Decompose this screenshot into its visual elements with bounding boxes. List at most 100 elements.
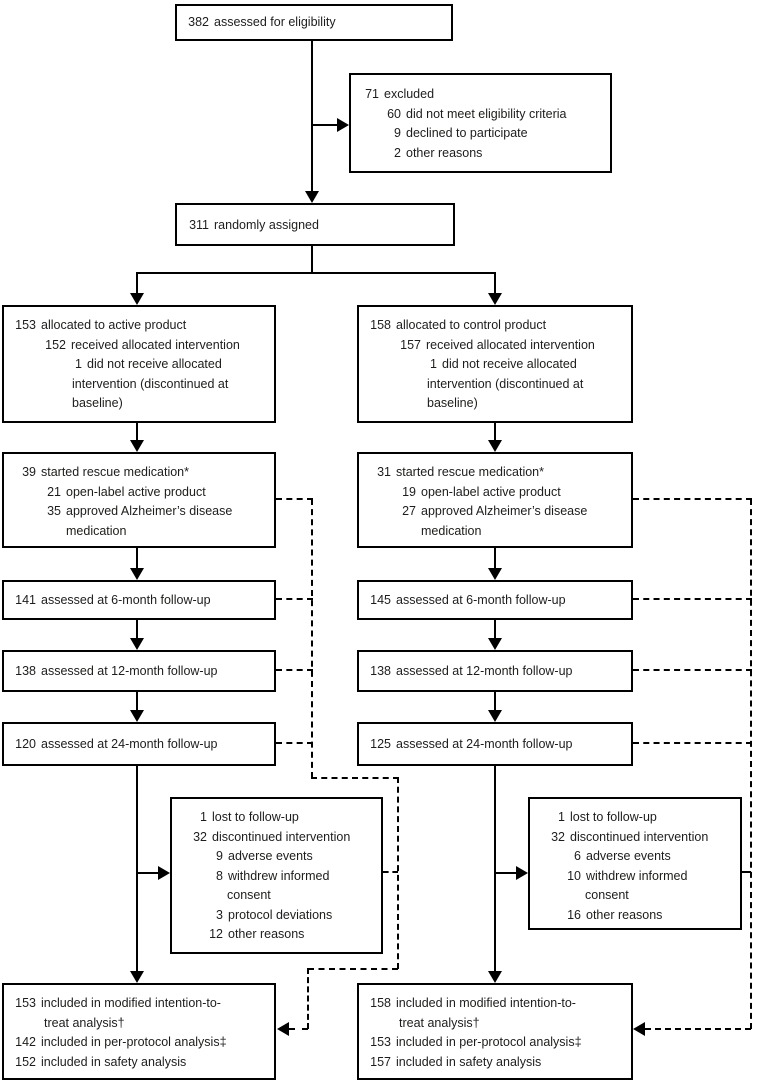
box-line: 32 discontinued intervention: [530, 828, 740, 848]
box-line: 32 discontinued intervention: [172, 828, 381, 848]
arrowhead-right-excluded: [337, 118, 349, 132]
line-text: declined to participate: [406, 126, 528, 140]
box-line: treat analysis†: [359, 1014, 631, 1034]
dashed-rescue-control-out: [633, 498, 752, 500]
arrowhead-right-discontinued-active: [158, 866, 170, 880]
box-24-month-followup-active: 120 assessed at 24-month follow-up: [2, 722, 276, 766]
line-number: 6: [574, 849, 581, 863]
box-6-month-followup-active: 141 assessed at 6-month follow-up: [2, 580, 276, 620]
line-number: 8: [216, 868, 223, 883]
line-text: discontinued intervention: [212, 829, 351, 844]
arrowhead-down-fu12-control: [488, 638, 502, 650]
line-number: 157: [370, 1054, 391, 1069]
line-number: 16: [567, 907, 581, 922]
line-number: 32: [193, 829, 207, 844]
arrowhead-right-discontinued-control: [516, 866, 528, 880]
line-number: 145: [370, 593, 391, 607]
line-text: assessed at 24-month follow-up: [41, 737, 218, 751]
line-text: protocol deviations: [228, 907, 333, 922]
arrowhead-down-rescue-control: [488, 440, 502, 452]
arrowhead-down-fu24-active: [130, 710, 144, 722]
line-number: 152: [15, 1054, 36, 1069]
line-number: 27: [402, 504, 416, 518]
arrowhead-down-analysis-control: [488, 971, 502, 983]
box-line: intervention (discontinued at: [4, 375, 274, 395]
dashed-rescue-active-out: [276, 498, 313, 500]
dashed-rail-active-lower: [307, 968, 309, 1029]
box-line: baseline): [359, 394, 631, 414]
line-text: assessed at 6-month follow-up: [41, 593, 211, 607]
line-number: 141: [15, 593, 36, 607]
dashed-fu12-active-out: [276, 669, 313, 671]
line-number: 153: [15, 996, 36, 1010]
line-text: started rescue medication*: [41, 465, 189, 479]
line-number: 153: [15, 318, 36, 332]
box-line: 157 included in safety analysis: [359, 1053, 631, 1073]
line-text: received allocated intervention: [426, 337, 595, 352]
dashed-rail-active-upper: [311, 499, 313, 778]
line-number: 21: [47, 484, 61, 499]
line-text: medication: [421, 523, 482, 538]
dashed-into-analysis-control: [645, 1028, 751, 1030]
box-line: 16 other reasons: [530, 906, 740, 926]
line-eligibility-to-randomized: [311, 41, 313, 191]
line-randomized-to-split: [311, 246, 313, 274]
line-to-excluded: [312, 124, 338, 126]
line-to-discontinued-control: [495, 872, 517, 874]
box-line: baseline): [4, 394, 274, 414]
line-text: other reasons: [586, 907, 663, 922]
line-text: discontinued intervention: [570, 829, 709, 844]
line-number: 71: [365, 87, 379, 101]
line-number: 142: [15, 1035, 36, 1049]
arrowhead-down-randomized: [305, 191, 319, 203]
line-text: treat analysis†: [399, 1015, 480, 1030]
dashed-fu12-control-out: [633, 669, 752, 671]
box-line: 120 assessed at 24-month follow-up: [4, 735, 274, 755]
line-text: adverse events: [586, 849, 671, 863]
line-fu6-to-fu12-active: [136, 620, 138, 639]
box-line: 142 included in per-protocol analysis‡: [4, 1033, 274, 1053]
line-number: 125: [370, 737, 391, 751]
line-text: allocated to active product: [41, 318, 187, 332]
line-text: included in safety analysis: [396, 1054, 542, 1069]
line-text: medication: [66, 523, 127, 538]
line-rescue-to-fu6-control: [494, 548, 496, 569]
dashed-rail-active-jog: [311, 777, 399, 779]
line-text: received allocated intervention: [71, 337, 240, 352]
dashed-rail-control: [750, 499, 752, 1029]
line-text: included in per-protocol analysis‡: [41, 1035, 227, 1049]
arrowhead-down-fu6-control: [488, 568, 502, 580]
line-number: 153: [370, 1035, 391, 1049]
line-to-discontinued-active: [137, 872, 159, 874]
arrowhead-down-fu12-active: [130, 638, 144, 650]
line-text: randomly assigned: [214, 218, 319, 232]
line-number: 60: [387, 106, 401, 121]
line-text: open-label active product: [66, 484, 206, 499]
dashed-rail-active-mid: [397, 777, 399, 969]
line-text: allocated to control product: [396, 318, 547, 332]
line-text: treat analysis†: [44, 1015, 125, 1030]
line-number: 9: [394, 126, 401, 140]
arrowhead-down-alloc-active: [130, 293, 144, 305]
line-number: 12: [209, 927, 223, 941]
line-number: 32: [551, 829, 565, 844]
line-number: 120: [15, 737, 36, 751]
line-alloc-to-rescue-active: [136, 423, 138, 441]
line-text: assessed for eligibility: [214, 15, 336, 29]
